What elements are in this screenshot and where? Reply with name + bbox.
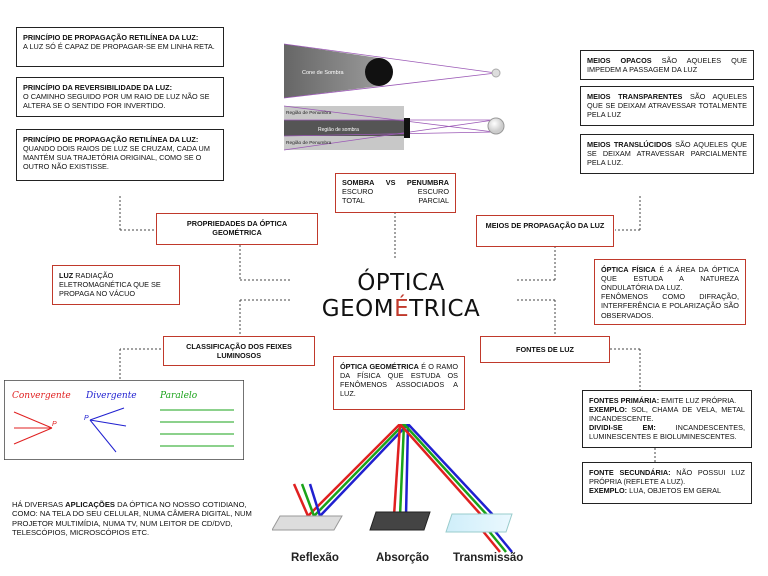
box-header: PRINCÍPIO DE PROPAGAÇÃO RETILÍNEA DA LUZ… bbox=[23, 135, 199, 144]
box-header: PRINCÍPIO DA REVERSIBILIDADE DA LUZ: bbox=[23, 83, 173, 92]
sombra-label: Região de sombra bbox=[318, 127, 359, 133]
fontes-luz-label: FONTES DE LUZ bbox=[516, 345, 574, 354]
term: MEIOS TRANSLÚCIDOS bbox=[587, 140, 672, 149]
escuro-left: ESCURO bbox=[342, 187, 374, 197]
meios-propagacao-label: MEIOS DE PROPAGAÇÃO DA LUZ bbox=[485, 221, 605, 230]
definition: É O RAMO DA FÍSICA QUE ESTUDA OS FENÔMEN… bbox=[340, 362, 459, 399]
term: FONTES PRIMÁRIA: bbox=[589, 396, 660, 405]
main-title: ÓPTICA GEOMÉTRICA bbox=[291, 270, 511, 322]
box-luz: LUZ RADIAÇÃO ELETROMAGNÉTICA QUE SE PROP… bbox=[52, 265, 180, 305]
lamp-bulb bbox=[487, 117, 505, 135]
example: LUA, OBJETOS EM GERAL bbox=[627, 486, 722, 496]
parallel-rays bbox=[160, 409, 234, 447]
example: SOL, CHAMA DE VELA, METAL INCANDESCENTE. bbox=[589, 405, 745, 424]
opaque-object bbox=[404, 118, 410, 138]
penumbra-top-label: Região de Penumbra bbox=[286, 110, 332, 116]
definition: EMITE LUZ PRÓPRIA. bbox=[659, 396, 737, 405]
box-meios-propagacao: MEIOS DE PROPAGAÇÃO DA LUZ bbox=[476, 215, 614, 247]
box-meios-transparentes: MEIOS TRANSPARENTES SÃO AQUELES QUE SE D… bbox=[580, 86, 754, 126]
divide-label: DIVIDI-SE EM: bbox=[589, 423, 656, 433]
box-optica-fisica: ÓPTICA FÍSICA É A ÁREA DA ÓPTICA QUE EST… bbox=[594, 259, 746, 325]
light-interaction-illustration bbox=[272, 424, 513, 553]
definition: SÃO AQUELES QUE SE DEIXAM ATRAVESSAR TOT… bbox=[587, 92, 747, 120]
term: ÓPTICA FÍSICA bbox=[601, 265, 656, 274]
aplicacoes-term: APLICAÇÕES bbox=[65, 500, 115, 509]
definition: SÃO AQUELES QUE IMPEDEM A PASSAGEM DA LU… bbox=[587, 56, 747, 75]
term: MEIOS OPACOS bbox=[587, 56, 652, 65]
box-cruzamento-raios: PRINCÍPIO DE PROPAGAÇÃO RETILÍNEA DA LUZ… bbox=[16, 129, 224, 181]
aplicacoes-pre: HÁ DIVERSAS bbox=[12, 500, 66, 509]
convergent-rays bbox=[13, 411, 53, 445]
caption-reflexao: Reflexão bbox=[291, 552, 339, 564]
box-body: A LUZ SÓ É CAPAZ DE PROPAGAR-SE EM LINHA… bbox=[23, 42, 215, 52]
point-p-divergent: P bbox=[84, 415, 89, 422]
example-label: EXEMPLO: bbox=[589, 405, 628, 415]
vs-word: VS bbox=[385, 178, 396, 187]
definition: NÃO POSSUI LUZ PRÓPRIA (REFLETE A LUZ). bbox=[589, 468, 745, 487]
term: MEIOS TRANSPARENTES bbox=[587, 92, 683, 101]
divergente-label: Divergente bbox=[85, 391, 137, 401]
light-source-small bbox=[491, 68, 501, 78]
absorption-plate bbox=[369, 511, 431, 531]
point-p-convergent: P bbox=[52, 421, 57, 428]
box-body: O CAMINHO SEGUIDO POR UM RAIO DE LUZ NÃO… bbox=[23, 92, 210, 111]
shadow-illustration: Cone de Sombra Região de Penumbra Região… bbox=[284, 43, 505, 151]
cone-label: Cone de Sombra bbox=[302, 70, 345, 76]
box-reversibilidade: PRINCÍPIO DA REVERSIBILIDADE DA LUZ: O C… bbox=[16, 77, 224, 117]
definition: SÃO AQUELES QUE SE DEIXAM ATRAVESSAR PAR… bbox=[587, 140, 748, 168]
sombra-word: SOMBRA bbox=[342, 178, 375, 187]
convergente-label: Convergente bbox=[12, 391, 71, 401]
penumbra-bottom-label: Região de Penumbra bbox=[286, 140, 332, 146]
divide: INCANDESCENTES, LUMINESCENTES E BIOLUMIN… bbox=[589, 423, 745, 442]
definition: RADIAÇÃO ELETROMAGNÉTICA QUE SE PROPAGA … bbox=[59, 271, 161, 299]
total-word: TOTAL bbox=[342, 196, 365, 206]
term: FONTE SECUNDÁRIA: bbox=[589, 468, 671, 477]
phenomena: FENÔMENOS COMO DIFRAÇÃO, INTERFERÊNCIA E… bbox=[601, 292, 739, 320]
penumbra-word: PENUMBRA bbox=[406, 178, 449, 187]
term: ÓPTICA GEOMÉTRICA bbox=[340, 362, 419, 371]
box-sombra-penumbra: SOMBRA VS PENUMBRA ESCURO ESCURO TOTAL P… bbox=[335, 173, 456, 213]
aplicacoes-text: HÁ DIVERSAS APLICAÇÕES DA ÓPTICA NO NOSS… bbox=[12, 500, 262, 538]
caption-absorcao: Absorção bbox=[376, 552, 430, 564]
box-meios-opacos: MEIOS OPACOS SÃO AQUELES QUE IMPEDEM A P… bbox=[580, 50, 754, 80]
term: LUZ bbox=[59, 271, 74, 280]
box-optica-geometrica: ÓPTICA GEOMÉTRICA É O RAMO DA FÍSICA QUE… bbox=[333, 356, 465, 410]
divergent-rays bbox=[89, 407, 127, 453]
paralelo-label: Paralelo bbox=[159, 391, 198, 401]
feixes-illustration: Convergente Divergente Paralelo P P bbox=[4, 380, 244, 460]
parcial-word: PARCIAL bbox=[418, 196, 449, 206]
box-classificacao: CLASSIFICAÇÃO DOS FEIXES LUMINOSOS bbox=[163, 336, 315, 366]
definition: É A ÁREA DA ÓPTICA QUE ESTUDA A NATUREZA… bbox=[601, 265, 739, 293]
box-fonte-secundaria: FONTE SECUNDÁRIA: NÃO POSSUI LUZ PRÓPRIA… bbox=[582, 462, 752, 504]
classificacao-label: CLASSIFICAÇÃO DOS FEIXES LUMINOSOS bbox=[186, 342, 292, 361]
transmission-plate bbox=[445, 513, 513, 533]
box-fonte-primaria: FONTES PRIMÁRIA: EMITE LUZ PRÓPRIA. EXEM… bbox=[582, 390, 752, 448]
propriedades-label: PROPRIEDADES DA ÓPTICA GEOMÉTRICA bbox=[186, 219, 288, 238]
cone-shadow-shape bbox=[284, 44, 379, 98]
box-propagacao-retilinea: PRINCÍPIO DE PROPAGAÇÃO RETILÍNEA DA LUZ… bbox=[16, 27, 224, 67]
title-part: Ó bbox=[357, 270, 376, 296]
escuro-right: ESCURO bbox=[417, 187, 449, 197]
title-part: TRICA bbox=[409, 296, 481, 322]
title-accent: É bbox=[394, 296, 410, 322]
reflection-plate bbox=[272, 515, 343, 531]
box-propriedades: PROPRIEDADES DA ÓPTICA GEOMÉTRICA bbox=[156, 213, 318, 245]
aplicacoes-rest: DA ÓPTICA NO NOSSO COTIDIANO, COMO: NA T… bbox=[12, 500, 252, 538]
transmitted-beams bbox=[481, 529, 513, 553]
title-part: PTICA GEOM bbox=[321, 270, 445, 322]
box-body: QUANDO DOIS RAIOS DE LUZ SE CRUZAM, CADA… bbox=[23, 144, 210, 172]
caption-transmissao: Transmissão bbox=[453, 552, 524, 564]
umbra-area bbox=[284, 120, 404, 136]
box-fontes-luz: FONTES DE LUZ bbox=[480, 336, 610, 363]
reflected-beams bbox=[292, 483, 322, 517]
example-label: EXEMPLO: bbox=[589, 486, 628, 496]
moon-sphere bbox=[365, 58, 393, 86]
box-header: PRINCÍPIO DE PROPAGAÇÃO RETILÍNEA DA LUZ… bbox=[23, 33, 199, 42]
box-meios-translucidos: MEIOS TRANSLÚCIDOS SÃO AQUELES QUE SE DE… bbox=[580, 134, 754, 174]
